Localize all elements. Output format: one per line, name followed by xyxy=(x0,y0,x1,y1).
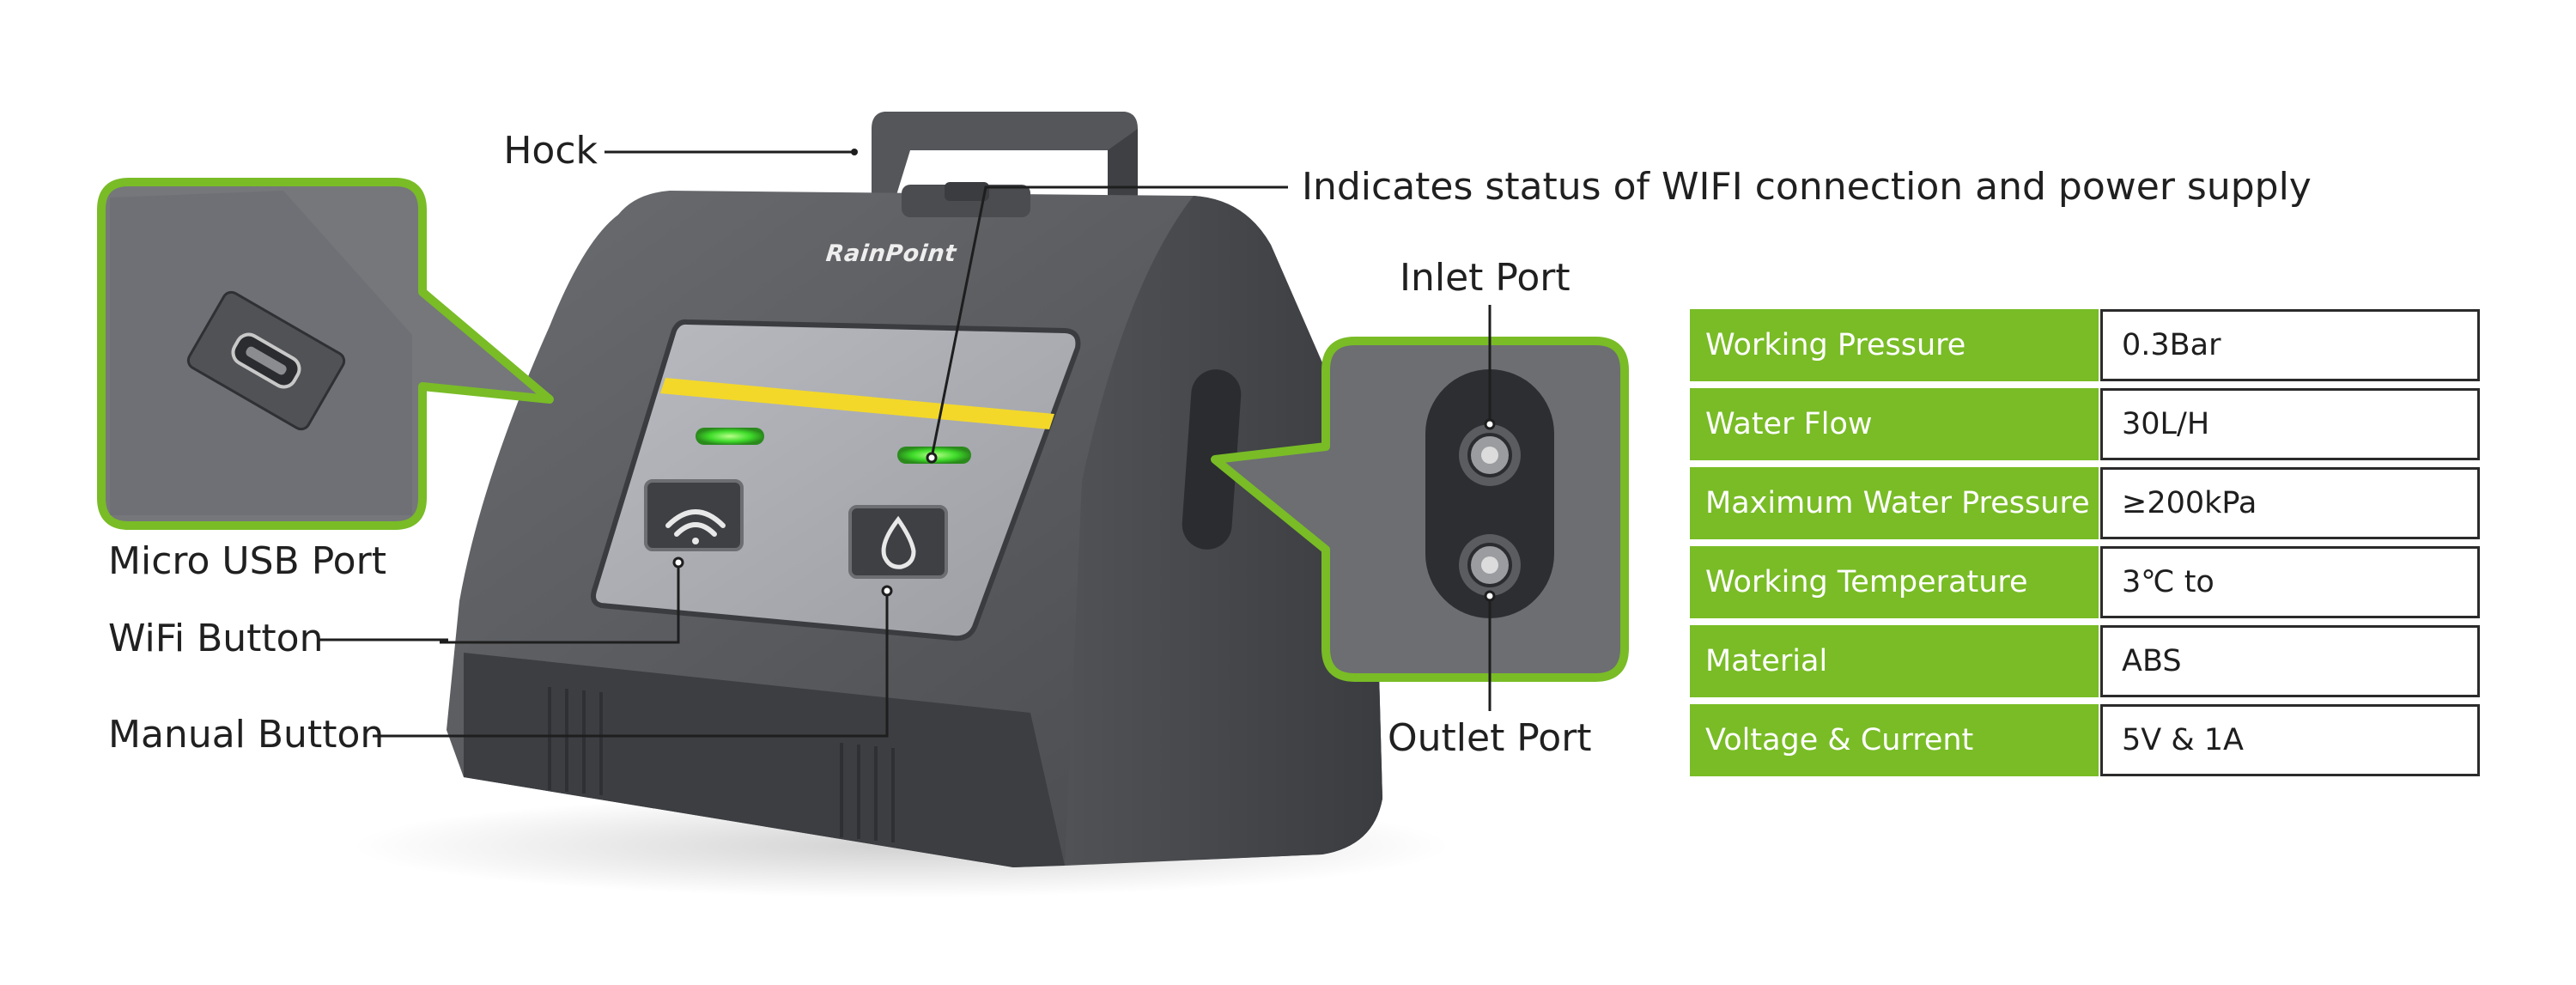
spec-row-max-water-pressure: Maximum Water Pressure ≥200kPa xyxy=(1690,467,2480,539)
label-manual-button: Manual Button xyxy=(108,713,385,757)
spec-value: ≥200kPa xyxy=(2100,467,2480,539)
spec-row-material: Material ABS xyxy=(1690,625,2480,697)
label-micro-usb-port: Micro USB Port xyxy=(108,539,386,583)
label-hook: Hock xyxy=(503,129,598,173)
micro-usb-icon xyxy=(186,290,346,431)
spec-key: Voltage & Current xyxy=(1690,704,2099,776)
spec-row-voltage-current: Voltage & Current 5V & 1A xyxy=(1690,704,2480,776)
wifi-button[interactable] xyxy=(644,479,744,551)
spec-key: Material xyxy=(1690,625,2099,697)
yellow-stripe xyxy=(660,378,1054,429)
spec-value: 3℃ to 50℃(37℉-122℉) xyxy=(2100,546,2480,666)
spec-table: Working Pressure 0.3Bar Water Flow 30L/H… xyxy=(1690,309,2480,783)
spec-key: Working Temperature xyxy=(1690,546,2099,618)
spec-value: 5V & 1A xyxy=(2100,704,2480,776)
wifi-icon xyxy=(665,509,726,544)
label-inlet-port: Inlet Port xyxy=(1400,256,1571,300)
wifi-status-led xyxy=(696,428,764,445)
label-status-indicator: Indicates status of WIFI connection and … xyxy=(1302,165,2312,209)
spec-row-water-flow: Water Flow 30L/H xyxy=(1690,388,2480,460)
spec-key: Working Pressure xyxy=(1690,309,2099,381)
spec-value: 0.3Bar xyxy=(2100,309,2480,381)
port-zoom xyxy=(1211,337,1629,682)
outlet-port xyxy=(1459,534,1521,596)
spec-value: ABS xyxy=(2100,625,2480,697)
leader-lines xyxy=(319,149,1496,738)
spec-key: Water Flow xyxy=(1690,388,2099,460)
label-wifi-button: WiFi Button xyxy=(108,617,324,660)
spec-row-working-temperature: Working Temperature 3℃ to 50℃(37℉-122℉) xyxy=(1690,546,2480,666)
control-panel xyxy=(591,319,1081,641)
brand-logo: RainPoint xyxy=(824,240,958,267)
spec-row-working-pressure: Working Pressure 0.3Bar xyxy=(1690,309,2480,381)
water-drop-icon xyxy=(881,515,916,569)
inlet-port xyxy=(1459,424,1521,486)
label-outlet-port: Outlet Port xyxy=(1388,716,1592,760)
manual-button[interactable] xyxy=(848,505,948,579)
micro-usb-zoom xyxy=(97,178,554,530)
spec-value: 30L/H xyxy=(2100,388,2480,460)
spec-key: Maximum Water Pressure xyxy=(1690,467,2099,539)
